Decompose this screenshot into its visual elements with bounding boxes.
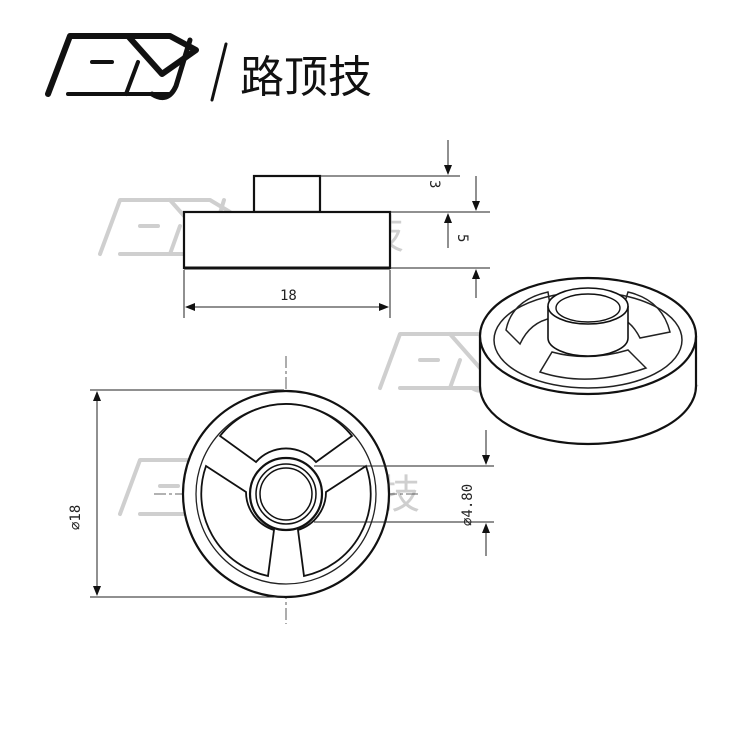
body-outline [182, 210, 392, 270]
boss-outline [252, 174, 322, 214]
bore [259, 467, 313, 521]
dim-bore-diameter: ∅4.80 [460, 484, 476, 526]
brand-name: 路顶技 [240, 52, 372, 103]
front-view: ∅18 ∅4.80 [68, 356, 494, 624]
dim-boss-height: 3 [426, 180, 442, 188]
isometric-view [478, 276, 698, 446]
dim-outer-diameter: ∅18 [68, 505, 84, 530]
ld-fish-logo-icon [45, 33, 228, 102]
dim-width: 18 [280, 288, 297, 304]
dim-body-height: 5 [454, 234, 470, 242]
side-view: 3 5 18 [182, 140, 490, 318]
